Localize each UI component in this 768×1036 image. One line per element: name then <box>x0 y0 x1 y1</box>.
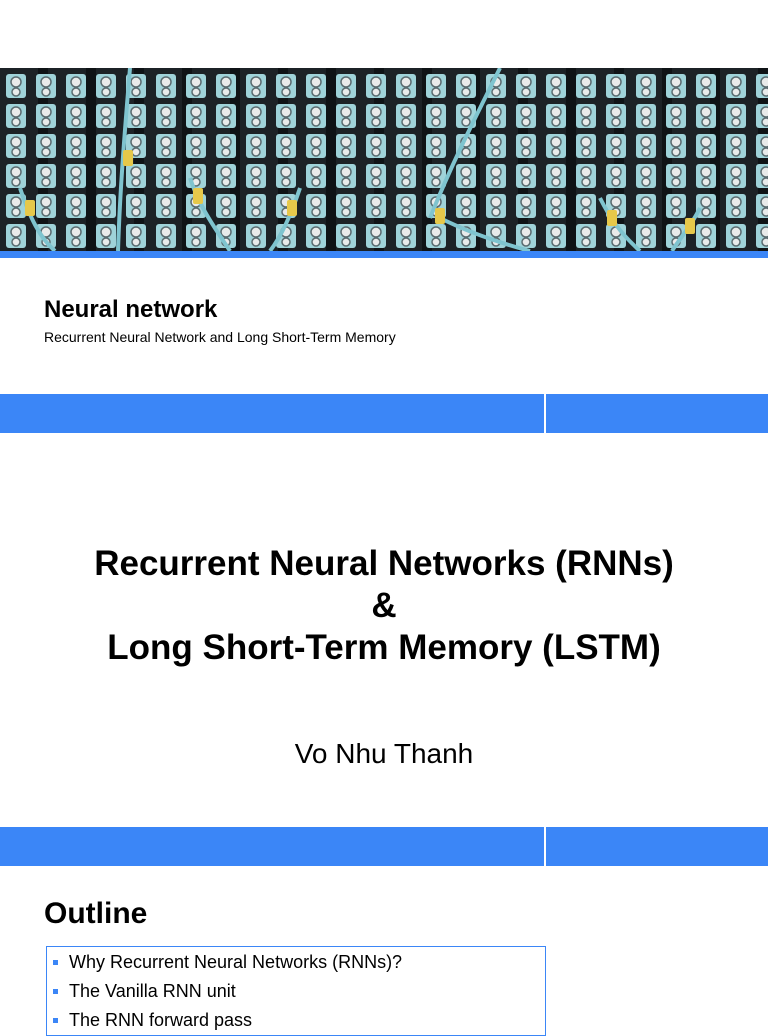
slide-1-top-band <box>0 394 768 433</box>
outline-item-text: Why Recurrent Neural Networks (RNNs)? <box>69 952 403 972</box>
square-bullet-icon <box>53 1018 58 1023</box>
outline-list: Why Recurrent Neural Networks (RNNs)? Th… <box>53 948 402 1035</box>
banner-image <box>0 68 768 251</box>
patch-panel-illustration <box>6 68 768 251</box>
band-divider <box>544 827 546 866</box>
slide-1-title: Recurrent Neural Networks (RNNs) & Long … <box>0 543 768 669</box>
outline-item-text: The RNN forward pass <box>69 1010 253 1030</box>
slide-1-author: Vo Nhu Thanh <box>294 738 474 769</box>
square-bullet-icon <box>53 989 58 994</box>
document-title: Neural network <box>44 296 218 323</box>
outline-item-text: The Vanilla RNN unit <box>69 981 236 1001</box>
slide-2-top-band <box>0 827 768 866</box>
outline-item: Why Recurrent Neural Networks (RNNs)? <box>53 948 402 977</box>
banner-rule <box>0 251 768 258</box>
slide-1-title-line: Recurrent Neural Networks (RNNs) <box>94 544 674 583</box>
slide-1-title-line: Long Short-Term Memory (LSTM) <box>107 628 661 667</box>
outline-box: Why Recurrent Neural Networks (RNNs)? Th… <box>46 946 546 1036</box>
band-divider <box>544 394 546 433</box>
square-bullet-icon <box>53 960 58 965</box>
slide-1-title-line: & <box>371 586 397 625</box>
outline-heading: Outline <box>44 897 148 930</box>
document-subtitle: Recurrent Neural Network and Long Short-… <box>44 329 396 345</box>
outline-item: The RNN forward pass <box>53 1006 402 1035</box>
outline-item: The Vanilla RNN unit <box>53 977 402 1006</box>
